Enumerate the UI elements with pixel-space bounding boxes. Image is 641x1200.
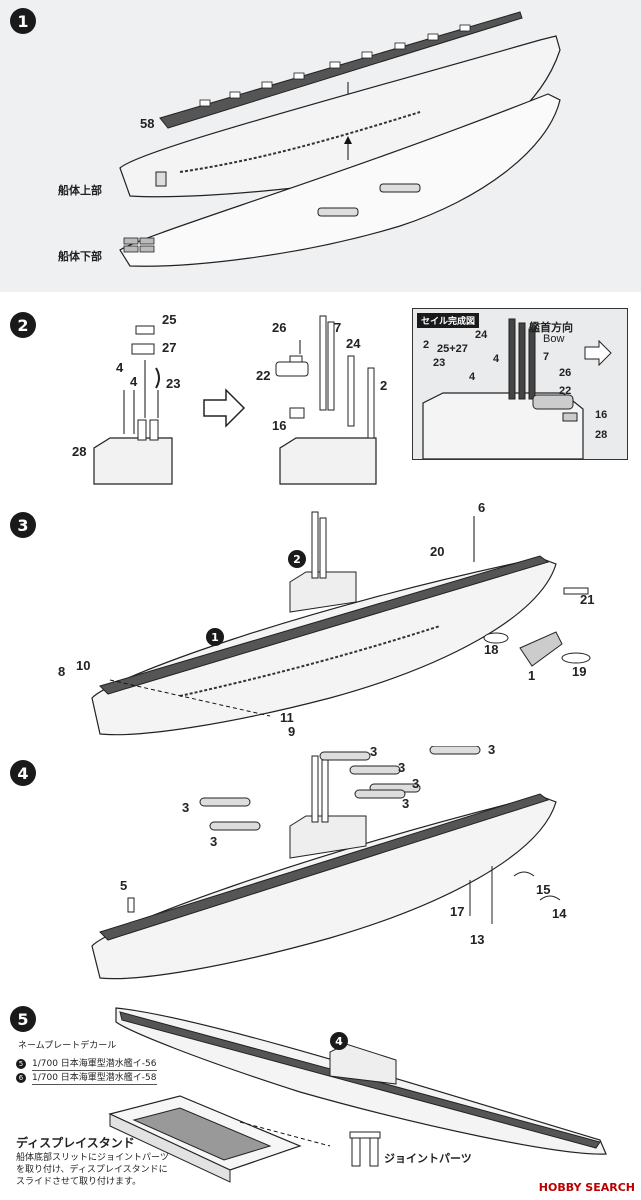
step-1-number: 1 bbox=[10, 8, 36, 34]
label-part-5: 5 bbox=[120, 878, 128, 893]
label-part-18: 18 bbox=[484, 642, 499, 657]
lower-hull bbox=[119, 93, 561, 267]
label-upper-hull: 船体上部 bbox=[58, 184, 102, 197]
step-1-panel: 1 bbox=[0, 0, 641, 292]
step-5-panel: 5 4 ネームプレートデカール 5 1/700 日本海軍型潜水艦イ-56 6 1… bbox=[0, 996, 641, 1200]
label-part-4-a: 4 bbox=[116, 360, 124, 375]
decal-title: ネームプレートデカール bbox=[18, 1041, 117, 1051]
label-part-23: 23 bbox=[166, 376, 181, 391]
subassembly-2-marker: 2 bbox=[288, 550, 306, 568]
rudder-parts bbox=[483, 587, 591, 667]
step-4-number: 4 bbox=[10, 760, 36, 786]
label-part-22: 22 bbox=[256, 368, 271, 383]
inset-label-23: 23 bbox=[433, 357, 446, 369]
decal-text-1: 1/700 日本海軍型潜水艦イ-56 bbox=[32, 1056, 157, 1071]
inset-label-24: 24 bbox=[475, 329, 488, 341]
label-part-10: 10 bbox=[76, 658, 91, 673]
label-part-3-d: 3 bbox=[402, 796, 410, 811]
label-lower-hull: 船体下部 bbox=[58, 250, 102, 263]
inset-bow-en: Bow bbox=[543, 333, 565, 345]
joint-part bbox=[349, 1131, 381, 1167]
step-4-drawing bbox=[91, 746, 561, 980]
watermark: HOBBY SEARCH bbox=[538, 1181, 635, 1194]
label-part-3-b: 3 bbox=[398, 760, 406, 775]
decal-mark-5: 5 bbox=[16, 1058, 26, 1069]
inset-label-2: 2 bbox=[423, 339, 430, 351]
label-part-58: 58 bbox=[140, 116, 155, 131]
step-3-number: 3 bbox=[10, 512, 36, 538]
label-part-3-c: 3 bbox=[412, 776, 420, 791]
stand-note-1: 船体底部スリットにジョイントパーツ bbox=[16, 1153, 169, 1163]
sail-subassembly bbox=[289, 511, 357, 613]
label-part-16: 16 bbox=[272, 418, 287, 433]
step-2-drawing bbox=[93, 315, 377, 485]
label-part-24: 24 bbox=[346, 336, 361, 351]
label-part-7: 7 bbox=[334, 320, 342, 335]
stand-note-3: スライドさせて取り付けます。 bbox=[16, 1177, 142, 1187]
label-part-13: 13 bbox=[470, 932, 485, 947]
hull-with-sail bbox=[91, 755, 557, 980]
decal-mark-6: 6 bbox=[16, 1072, 26, 1083]
inset-label-4-a: 4 bbox=[493, 353, 500, 365]
stand-title: ディスプレイスタンド bbox=[16, 1136, 135, 1150]
label-part-25: 25 bbox=[162, 312, 177, 327]
joint-label: ジョイントパーツ bbox=[384, 1152, 472, 1165]
label-part-11: 11 bbox=[280, 710, 294, 725]
label-part-4-b: 4 bbox=[130, 374, 138, 389]
inset-label-7: 7 bbox=[543, 351, 550, 363]
hull-assembly bbox=[91, 555, 557, 736]
label-part-8: 8 bbox=[58, 664, 66, 679]
inset-label-4-b: 4 bbox=[469, 371, 476, 383]
label-part-2: 2 bbox=[380, 378, 388, 393]
label-part-1: 1 bbox=[528, 668, 536, 683]
label-part-20: 20 bbox=[430, 544, 445, 559]
label-part-3-g: 3 bbox=[488, 742, 496, 757]
inset-label-16: 16 bbox=[595, 409, 608, 421]
step-5-drawing bbox=[108, 1007, 607, 1183]
sail-base-left bbox=[93, 325, 173, 485]
label-part-14: 14 bbox=[552, 906, 567, 921]
label-part-3-f: 3 bbox=[210, 834, 218, 849]
inset-bow-jp: 艦首方向 bbox=[529, 322, 573, 334]
label-part-28: 28 bbox=[72, 444, 87, 459]
decal-text-2: 1/700 日本海軍型潜水艦イ-58 bbox=[32, 1070, 157, 1085]
step-5-number: 5 bbox=[10, 1006, 36, 1032]
step-3-panel: 3 1 2 6 20 21 18 1 19 8 10 11 9 bbox=[0, 498, 641, 746]
label-part-15: 15 bbox=[536, 882, 551, 897]
inset-label-22: 22 bbox=[559, 385, 572, 397]
label-part-27: 27 bbox=[162, 340, 177, 355]
display-stand bbox=[108, 1095, 302, 1183]
sail-completed-inset: セイル完成図 艦首方向 Bow 2 25+27 24 23 4 4 7 26 2… bbox=[412, 308, 628, 460]
stern-parts bbox=[469, 866, 561, 924]
sail-assembled bbox=[275, 315, 377, 485]
inset-label-25-27: 25+27 bbox=[437, 343, 468, 355]
inset-label-28: 28 bbox=[595, 429, 608, 441]
label-part-9: 9 bbox=[288, 724, 296, 739]
step-2-panel: 2 25 27 4 4 23 28 26 7 24 22 2 16 セイル完成図 bbox=[0, 298, 641, 498]
label-part-3-e: 3 bbox=[182, 800, 190, 815]
label-part-3-a: 3 bbox=[370, 744, 378, 759]
label-part-26: 26 bbox=[272, 320, 287, 335]
stand-note-2: を取り付け、ディスプレイスタンドに bbox=[16, 1165, 168, 1175]
step-arrow-icon bbox=[203, 388, 246, 428]
inset-label-26: 26 bbox=[559, 367, 572, 379]
step-3-drawing bbox=[91, 511, 591, 736]
decal-row-2: 6 1/700 日本海軍型潜水艦イ-58 bbox=[16, 1070, 157, 1085]
completed-submarine bbox=[115, 1007, 607, 1155]
label-part-17: 17 bbox=[450, 904, 465, 919]
decal-row-1: 5 1/700 日本海軍型潜水艦イ-56 bbox=[16, 1056, 157, 1071]
subassembly-1-marker: 1 bbox=[206, 628, 224, 646]
step-1-drawing bbox=[119, 11, 561, 267]
torpedo-parts bbox=[199, 746, 481, 831]
inset-title: セイル完成図 bbox=[417, 313, 480, 328]
deck-part-58 bbox=[159, 11, 523, 129]
subassembly-4-marker: 4 bbox=[330, 1032, 348, 1050]
inset-drawing bbox=[422, 318, 612, 459]
label-part-6: 6 bbox=[478, 500, 486, 515]
label-part-21: 21 bbox=[580, 592, 595, 607]
label-part-19: 19 bbox=[572, 664, 587, 679]
step-2-number: 2 bbox=[10, 312, 36, 338]
step-4-panel: 4 3 3 3 3 3 3 3 5 15 17 14 13 bbox=[0, 742, 641, 996]
